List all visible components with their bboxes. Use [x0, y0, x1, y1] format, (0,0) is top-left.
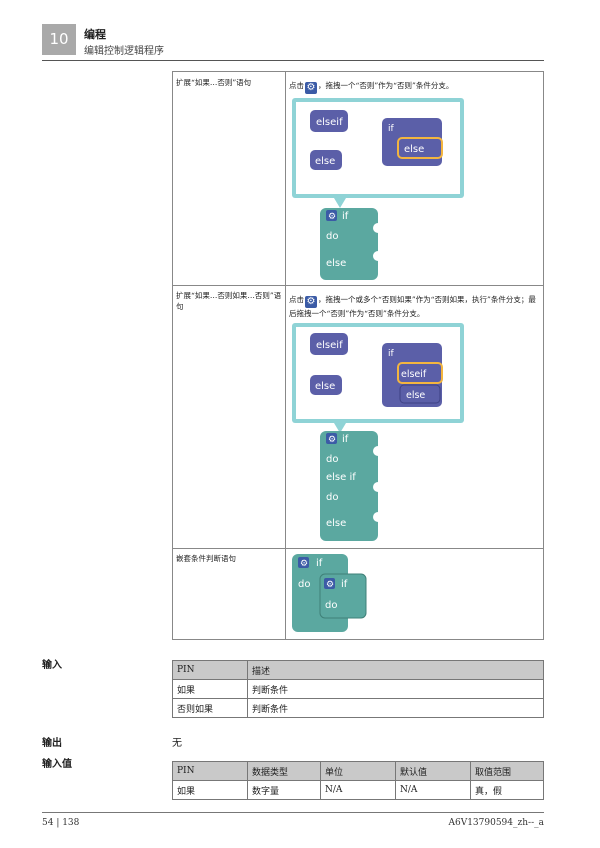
- output-heading: 输出: [42, 738, 62, 749]
- row-instruction: 点击⚙，拖拽一个“否则”作为“否则”条件分支。: [289, 80, 539, 94]
- chapter-title: 编程: [84, 28, 106, 41]
- table-cell: N/A: [320, 780, 396, 800]
- flyout-pointer: [334, 423, 346, 433]
- instruction-text: ，拖拽一个或多个“否则如果”作为“否则如果，执行”条件分支；最后拖拽一个“否则”…: [289, 295, 536, 318]
- gear-icon: [298, 557, 309, 568]
- elseif-option-label: elseif: [316, 117, 343, 128]
- table-header: 取值范围: [470, 761, 544, 781]
- row-label: 扩展“如果…否则”语句: [176, 78, 252, 87]
- block-table: [172, 71, 544, 640]
- else-option-label: else: [315, 156, 335, 167]
- instruction-text: 点击: [289, 81, 304, 90]
- table-header: 默认值: [395, 761, 471, 781]
- gear-glyph: ⚙: [300, 559, 308, 569]
- main-else-label: else: [326, 258, 346, 269]
- block-table-row-divider: [172, 285, 544, 286]
- block-notch: [373, 251, 383, 261]
- footer-divider: [42, 812, 544, 813]
- gear-glyph: ⚙: [328, 435, 336, 445]
- nested-if-block-illustration: ⚙ if do ⚙ if do: [292, 554, 367, 632]
- gear-icon: ⚙: [305, 296, 317, 308]
- gear-icon: ⚙: [305, 82, 317, 94]
- main-if-block: [320, 431, 378, 541]
- table-header: 数据类型: [247, 761, 321, 781]
- mini-elseif-label: elseif: [401, 369, 427, 380]
- if-else-block-illustration: elseif else if else ⚙ if do else: [292, 98, 464, 280]
- document-id: A6V13790594_zh--_a: [448, 818, 544, 828]
- row-label: 嵌套条件判断语句: [176, 554, 236, 563]
- input-table: PIN 描述 如果 判断条件 否则如果 判断条件: [172, 660, 544, 718]
- input-values-heading: 输入值: [42, 759, 72, 770]
- table-header: PIN: [172, 660, 248, 680]
- table-row: 如果 判断条件: [172, 679, 544, 699]
- flyout-pointer: [334, 198, 346, 208]
- block-table-column-divider: [285, 71, 286, 640]
- mini-else-selected-block: [397, 137, 443, 159]
- table-row: 否则如果 判断条件: [172, 698, 544, 718]
- mini-else-block: [399, 384, 441, 404]
- table-cell: 否则如果: [172, 698, 248, 718]
- block-table-row-divider: [172, 548, 544, 549]
- main-if-label: if: [342, 434, 349, 445]
- gear-icon: [324, 578, 335, 589]
- block-notch: [373, 512, 383, 522]
- table-cell: 如果: [172, 780, 248, 800]
- gear-glyph: ⚙: [326, 580, 334, 590]
- chapter-number: 10: [42, 24, 76, 55]
- block-notch: [373, 223, 383, 233]
- main-do-label: do: [326, 231, 338, 242]
- table-header: PIN: [172, 761, 248, 781]
- main-else-if-label: else if: [326, 472, 356, 483]
- table-header: 描述: [247, 660, 544, 680]
- table-header: 单位: [320, 761, 396, 781]
- mini-if-label: if: [388, 124, 395, 134]
- values-table: PIN 数据类型 单位 默认值 取值范围 如果 数字量 N/A N/A 真，假: [172, 761, 544, 800]
- table-row: 如果 数字量 N/A N/A 真，假: [172, 780, 544, 800]
- main-do-label: do: [326, 454, 338, 465]
- outer-do-label: do: [298, 579, 310, 590]
- table-cell: 数字量: [247, 780, 321, 800]
- main-do-label: do: [326, 492, 338, 503]
- else-option-label: else: [315, 381, 335, 392]
- block-notch: [373, 482, 383, 492]
- gear-icon: [326, 210, 337, 221]
- table-cell: 真，假: [470, 780, 544, 800]
- mini-elseif-selected-block: [397, 362, 443, 384]
- inner-if-label: if: [341, 579, 348, 590]
- instruction-text: 点击: [289, 295, 304, 304]
- input-heading: 输入: [42, 660, 62, 671]
- elseif-option-block: [310, 110, 348, 132]
- page-number: 54 | 138: [42, 818, 80, 828]
- mini-else-label: else: [404, 144, 424, 155]
- main-if-label: if: [342, 211, 349, 222]
- inner-do-label: do: [325, 600, 337, 611]
- table-cell: 如果: [172, 679, 248, 699]
- table-cell: 判断条件: [247, 698, 544, 718]
- outer-if-label: if: [316, 558, 323, 569]
- elseif-option-block: [310, 333, 348, 355]
- gear-icon: [326, 433, 337, 444]
- instruction-text: ，拖拽一个“否则”作为“否则”条件分支。: [318, 81, 454, 90]
- output-value: 无: [172, 738, 182, 749]
- table-cell: N/A: [395, 780, 471, 800]
- mini-if-label: if: [388, 349, 395, 359]
- else-option-block: [310, 150, 342, 170]
- gear-glyph: ⚙: [328, 212, 336, 222]
- if-elseif-else-block-illustration: elseif else if elseif else ⚙ if do else …: [292, 323, 464, 541]
- elseif-option-label: elseif: [316, 340, 343, 351]
- row-instruction: 点击⚙，拖拽一个或多个“否则如果”作为“否则如果，执行”条件分支；最后拖拽一个“…: [289, 294, 539, 319]
- else-option-block: [310, 375, 342, 395]
- block-notch: [373, 446, 383, 456]
- chapter-subtitle: 编辑控制逻辑程序: [84, 46, 164, 57]
- table-cell: 判断条件: [247, 679, 544, 699]
- header-divider: [42, 60, 544, 61]
- main-else-label: else: [326, 518, 346, 529]
- mini-else-label: else: [406, 390, 425, 401]
- main-if-block: [320, 208, 378, 280]
- row-label: 扩展“如果…否则如果…否则”语句: [176, 291, 282, 311]
